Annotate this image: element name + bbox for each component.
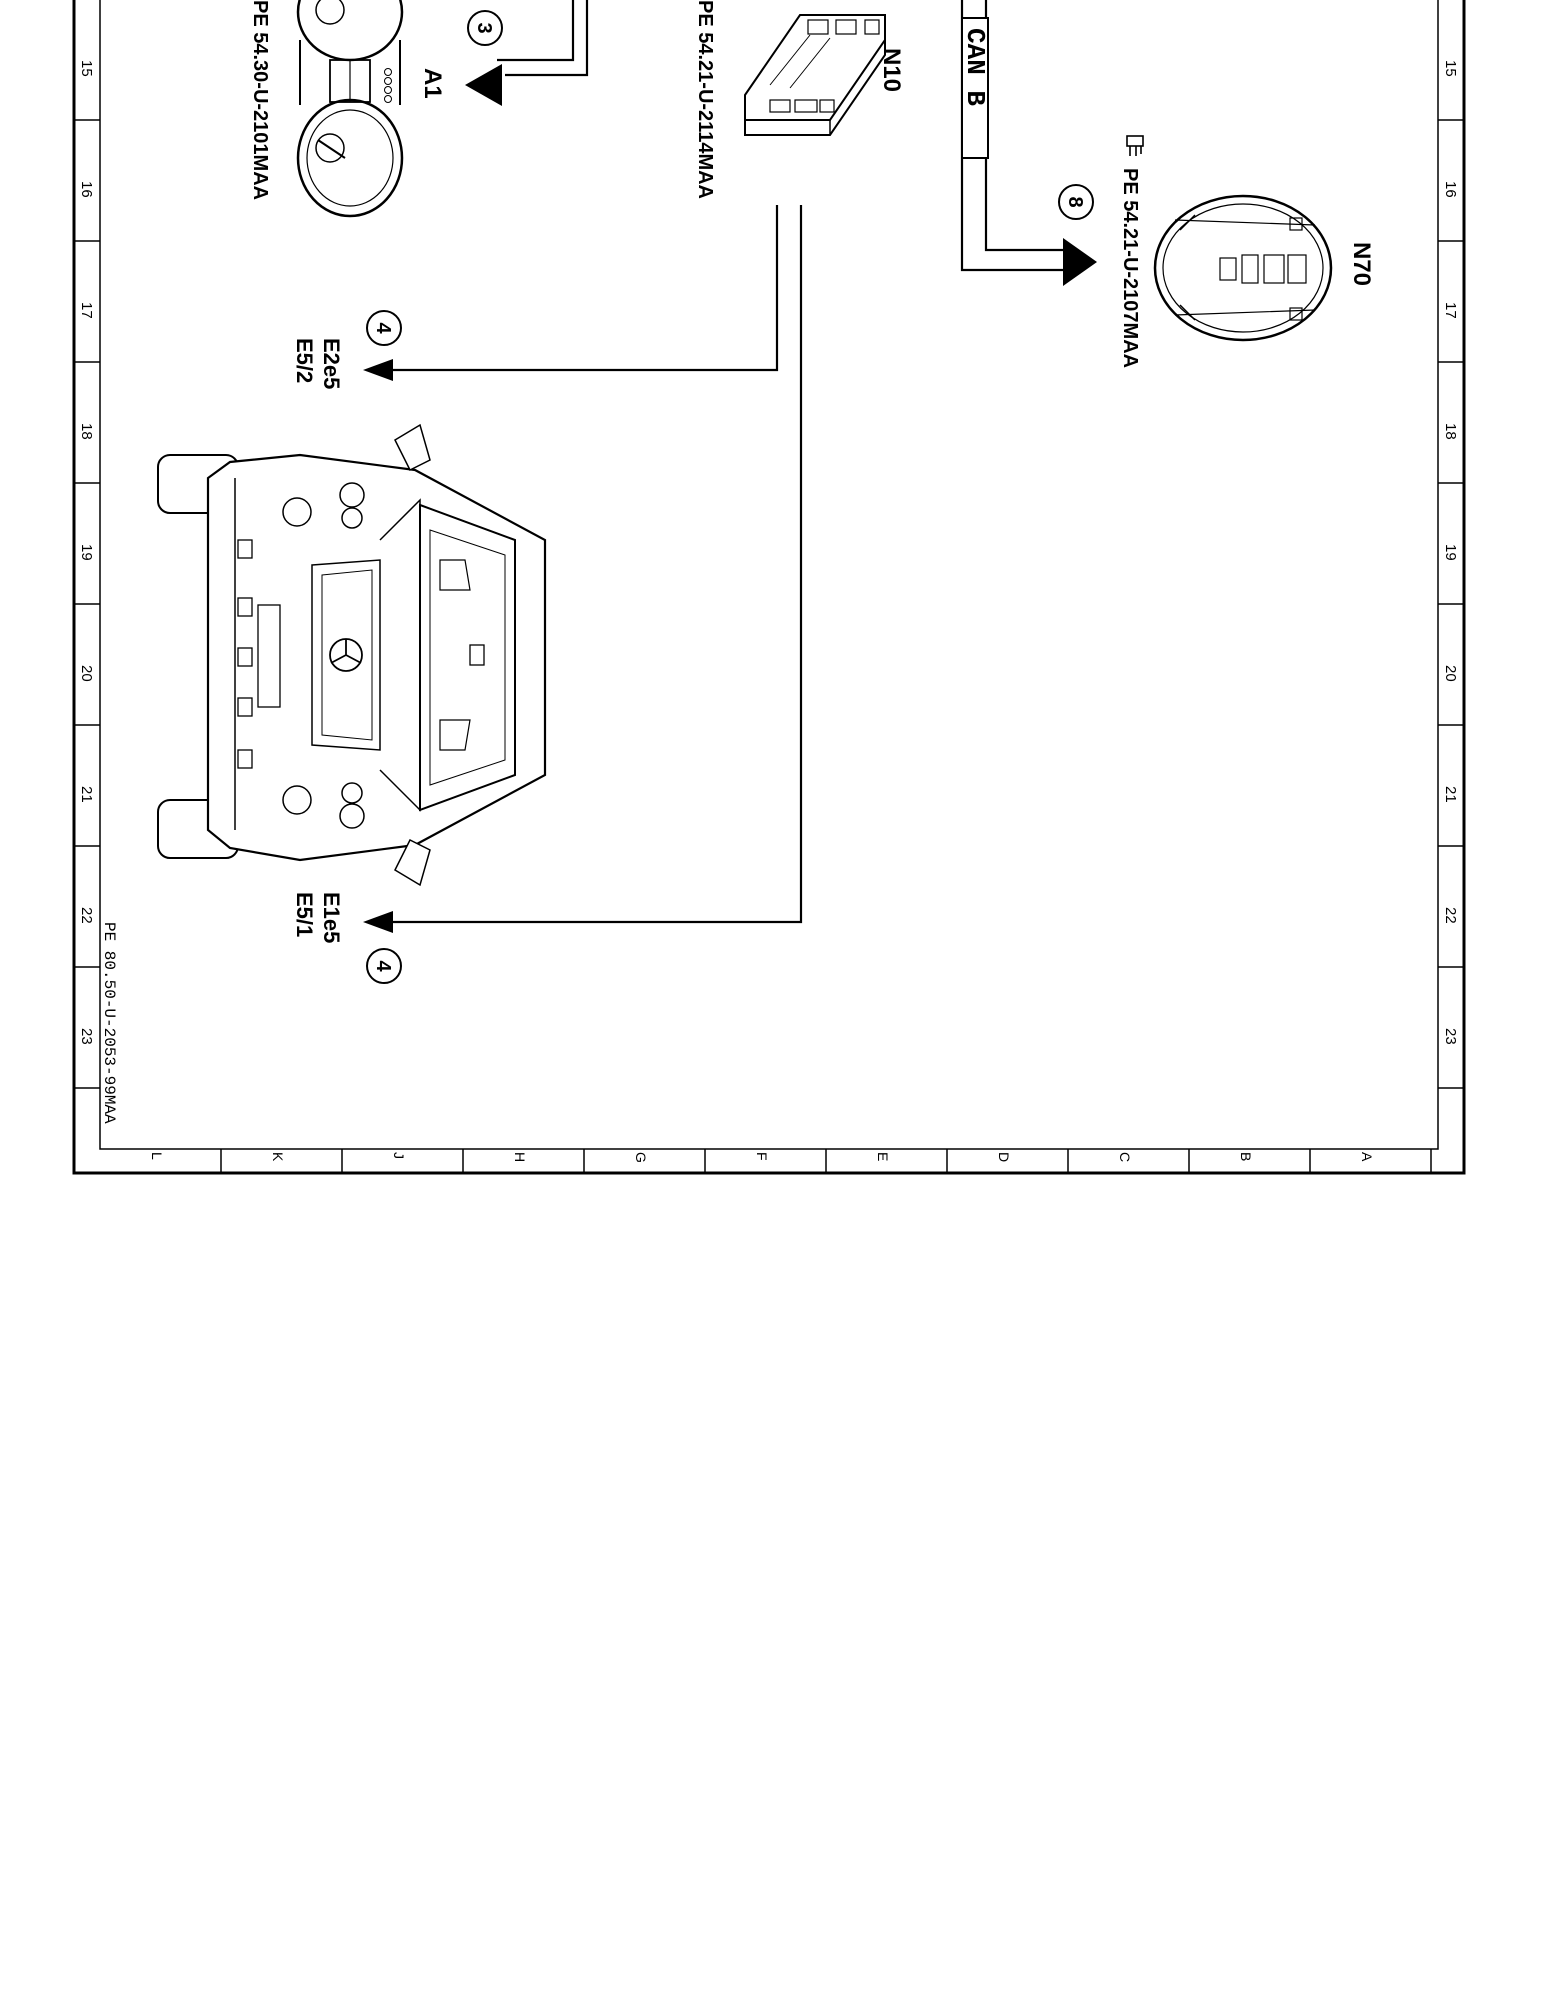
col-label: F bbox=[754, 1152, 770, 1161]
callout-circle bbox=[366, 310, 402, 346]
col-label: H bbox=[512, 1152, 528, 1162]
row-label: 16 bbox=[78, 181, 95, 198]
can-b-label: CAN B bbox=[960, 28, 990, 106]
module-n10: PE 54.21-U-2114MAA N10 bbox=[392, 0, 905, 924]
n70-ref-label: PE 54.21-U-2107MAA bbox=[1119, 168, 1141, 368]
row-label: 15 bbox=[1442, 60, 1459, 77]
col-label: A bbox=[1359, 1152, 1375, 1162]
row-label: 18 bbox=[78, 423, 95, 440]
callout-circle bbox=[1058, 184, 1094, 220]
n70-panel-drawing bbox=[1153, 194, 1333, 342]
col-label: L bbox=[149, 1152, 165, 1160]
grid-row-labels-left: 15 16 17 18 19 20 21 22 23 bbox=[78, 60, 95, 1045]
n10-id-label: N10 bbox=[878, 48, 905, 92]
a1-ref-label: PE 54.30-U-2101MAA bbox=[249, 0, 271, 200]
overhead-panel-n70: N70 PE 54.21-U-2107MAA bbox=[1119, 135, 1375, 368]
row-label: 19 bbox=[78, 544, 95, 561]
col-label: E bbox=[875, 1152, 891, 1161]
row-label: 18 bbox=[1442, 423, 1459, 440]
a1-callout-number: 3 bbox=[473, 22, 495, 33]
e1-arrow bbox=[363, 911, 393, 933]
col-label: C bbox=[1117, 1152, 1133, 1162]
row-label: 21 bbox=[1442, 786, 1459, 803]
row-label: 23 bbox=[1442, 1028, 1459, 1045]
headlamp-e2: E2e5 E5/2 4 bbox=[292, 310, 402, 389]
n10-ref-label: PE 54.21-U-2114MAA bbox=[694, 0, 716, 199]
row-label: 17 bbox=[1442, 302, 1459, 319]
e1-label-line2: E5/1 bbox=[292, 892, 317, 937]
pointing-hand-icon bbox=[1126, 135, 1144, 156]
a1-wire bbox=[497, 0, 575, 62]
n10-module-drawing bbox=[744, 14, 886, 136]
n10-wire-to-e1 bbox=[392, 205, 803, 924]
vehicle-front-view bbox=[157, 423, 547, 887]
e2-callout-number: 4 bbox=[372, 322, 394, 334]
instrument-cluster-drawing bbox=[296, 0, 404, 218]
n70-callout-number: 8 bbox=[1064, 196, 1086, 207]
row-label: 19 bbox=[1442, 544, 1459, 561]
col-label: D bbox=[996, 1152, 1012, 1162]
n70-arrow bbox=[1063, 238, 1097, 286]
callout-circle bbox=[467, 10, 503, 46]
drawing-frame bbox=[72, 0, 1466, 1175]
e1-label-line1: E1e5 bbox=[319, 892, 344, 943]
e2-label-line1: E2e5 bbox=[319, 338, 344, 389]
row-label: 21 bbox=[78, 786, 95, 803]
a1-wire bbox=[505, 0, 589, 77]
can-bus-wire bbox=[984, 0, 1065, 252]
row-label: 20 bbox=[78, 665, 95, 682]
a1-id-label: A1 bbox=[419, 68, 446, 99]
instrument-cluster-a1: PE 54.30-U-2101MAA A1 3 bbox=[249, 0, 589, 218]
e1-callout-number: 4 bbox=[372, 960, 394, 972]
callout-circle bbox=[366, 948, 402, 984]
headlamp-e1: E1e5 E5/1 4 bbox=[292, 892, 402, 984]
row-label: 16 bbox=[1442, 181, 1459, 198]
row-label: 22 bbox=[78, 907, 95, 924]
row-label: 15 bbox=[78, 60, 95, 77]
col-label: K bbox=[270, 1152, 286, 1162]
can-b-label-box bbox=[961, 17, 989, 159]
grid-col-labels: L K J H G F E D C B A bbox=[149, 1152, 1375, 1163]
col-label: G bbox=[633, 1152, 649, 1163]
n10-wire-to-e2 bbox=[392, 205, 779, 372]
can-b-bus: CAN B 8 bbox=[960, 0, 1097, 286]
a1-arrow bbox=[465, 64, 502, 106]
row-label: 17 bbox=[78, 302, 95, 319]
row-label: 20 bbox=[1442, 665, 1459, 682]
row-label: 22 bbox=[1442, 907, 1459, 924]
col-label: J bbox=[391, 1152, 407, 1159]
e2-arrow bbox=[363, 359, 393, 381]
row-label: 23 bbox=[78, 1028, 95, 1045]
col-label: B bbox=[1238, 1152, 1254, 1161]
grid-row-labels-right: 15 16 17 18 19 20 21 22 23 bbox=[1442, 60, 1459, 1045]
n70-id-label: N70 bbox=[1348, 242, 1375, 286]
e2-label-line2: E5/2 bbox=[292, 338, 317, 383]
drawing-reference: PE 80.50-U-2053-99MAA bbox=[100, 922, 118, 1124]
